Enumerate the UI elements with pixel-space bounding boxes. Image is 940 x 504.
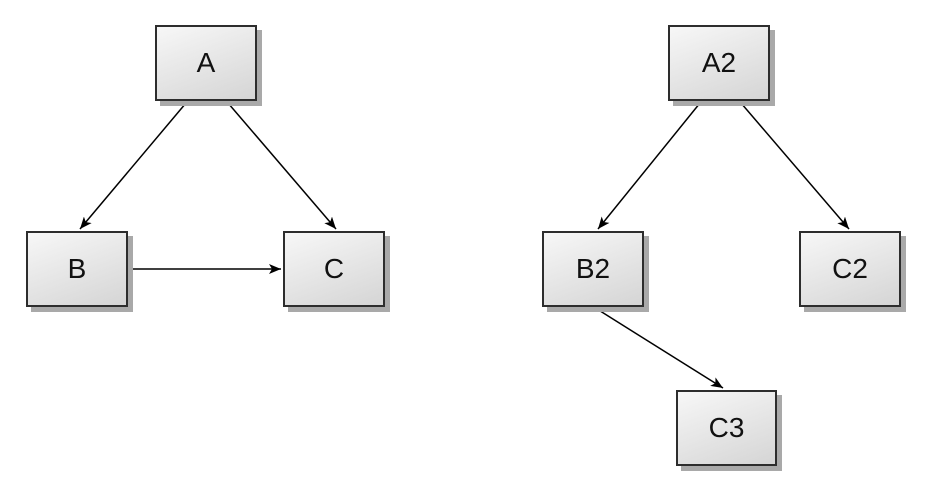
node-A2: A2 <box>668 25 770 101</box>
node-B: B <box>26 231 128 307</box>
node-B2-label: B2 <box>575 253 611 284</box>
edge-A2-C2 <box>740 102 850 230</box>
edge-A-B <box>79 102 187 230</box>
node-B-label: B <box>67 253 87 284</box>
edge-A2-B2 <box>597 102 701 230</box>
node-A2-label: A2 <box>701 47 737 78</box>
node-C3-label: C3 <box>708 412 745 443</box>
edge-A-C <box>227 102 337 230</box>
node-C-label: C <box>323 253 345 284</box>
node-C: C <box>283 231 385 307</box>
node-C2: C2 <box>799 231 901 307</box>
node-C3: C3 <box>676 390 777 466</box>
edge-B2-C3 <box>596 308 724 389</box>
node-A: A <box>155 25 257 101</box>
node-C2-label: C2 <box>832 253 868 284</box>
node-A-label: A <box>196 47 216 78</box>
node-B2: B2 <box>542 231 644 307</box>
